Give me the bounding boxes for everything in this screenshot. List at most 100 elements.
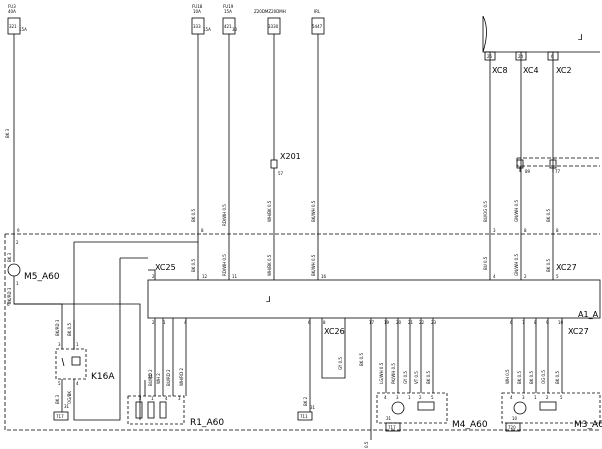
- module-bot-pin-r9: 9: [546, 320, 549, 325]
- fuse-fu19-code: 421: [224, 24, 232, 29]
- module-xc27-bottom-label: XC27: [568, 327, 589, 336]
- wire-fu3: BK 3: [5, 128, 10, 138]
- fuse-fu18-name: FU18: [192, 4, 203, 9]
- module-top-pin-12: 12: [202, 274, 208, 279]
- k16-pin-4: 4: [76, 381, 79, 386]
- right-pin-89: 89: [525, 169, 531, 174]
- module-xc27-top-label: XC27: [556, 263, 577, 272]
- module-bot-pin-20: 20: [396, 320, 402, 325]
- xc2-label: XC2: [556, 66, 572, 75]
- module-bot-pin-r7: 7: [522, 320, 525, 325]
- xc4-pin: 24: [518, 54, 524, 59]
- wire-gnd1: BK 2: [303, 396, 308, 406]
- fu3-edge-pin: 9: [17, 228, 20, 233]
- wire-mod-fu18: BK 0.5: [191, 259, 196, 272]
- xc8-label: XC8: [492, 66, 508, 75]
- wire-k16-c: BK 3: [55, 394, 60, 404]
- m3-ground-pin: 10: [512, 416, 518, 421]
- wire-fu18: BK 0.5: [191, 209, 196, 222]
- module-xc26-label: XC26: [324, 327, 345, 336]
- wire-r1-1: BU/RD 2: [148, 369, 153, 386]
- module-bot-pin-8: 8: [323, 320, 326, 325]
- dashed-boundary-left: [4, 234, 600, 431]
- m4-label: M4_A60: [452, 420, 488, 430]
- r1-pin-3: 3: [178, 396, 181, 401]
- wire-m4-4: VT 0.5: [414, 371, 419, 384]
- module-top-pin-16: 16: [321, 274, 327, 279]
- m4-pin-1: 1: [408, 395, 411, 400]
- fuse-fu3-code: 321: [9, 24, 17, 29]
- fuse-fu3-sub: 15A: [19, 27, 27, 32]
- wire-m4-2: PK/WH 0.5: [391, 363, 396, 384]
- module-bot-pin-1: 1: [163, 320, 166, 325]
- wire-bk05: BK 0.5: [359, 353, 364, 366]
- wire-m5-a: BK 3: [7, 252, 12, 262]
- wire-mod-fu19: RD/WH 0.5: [222, 254, 227, 276]
- module-bot-pin-2: 2: [152, 320, 155, 325]
- m5-bottom-pin: 1: [16, 281, 19, 286]
- wire-z20: WH/BK 0.5: [267, 200, 272, 222]
- xc4-label: XC4: [523, 66, 539, 75]
- module-bot-pin-22: 22: [419, 320, 425, 325]
- wire-m3-4: OG 0.5: [541, 370, 546, 384]
- wire-xc8: BU/OG 0.5: [483, 201, 488, 222]
- wire-fu19: RD/WH 0.5: [222, 204, 227, 226]
- r1-ground-pin: 31: [148, 374, 154, 379]
- wire-r1-4: WH/RD 2: [179, 368, 184, 386]
- gnd1-pin: 31: [310, 405, 316, 410]
- k16-pin-5: 5: [58, 381, 61, 386]
- m4-pin-4: 4: [384, 395, 387, 400]
- wire-bottom: 0.5: [364, 441, 369, 448]
- wire-mod-xc2: BK 0.5: [546, 259, 551, 272]
- g2-pin: 31: [386, 416, 392, 421]
- wire-m3-2: BK 0.5: [517, 371, 522, 384]
- m4-pin-5: 5: [431, 395, 434, 400]
- wire-mod-z20: WH/BK 0.5: [267, 254, 272, 276]
- xc4-edge-pin: 8: [524, 228, 527, 233]
- xc2-edge-pin: 8: [556, 228, 559, 233]
- m3-pin-5: 5: [560, 395, 563, 400]
- module-bot-pin-r8: 8: [534, 320, 537, 325]
- module-top-pin-2: 2: [152, 274, 155, 279]
- wire-xc2: BK 0.5: [546, 209, 551, 222]
- module-xc25-label: XC25: [155, 263, 176, 272]
- r1-box: [127, 395, 185, 425]
- fuse-fu19-name: FU19: [223, 4, 234, 9]
- module-bot-pin-6: 6: [308, 320, 311, 325]
- m3-label: M3_A6: [574, 420, 602, 430]
- k16-relay-box: [55, 348, 87, 380]
- fuse-fu19-sub: 30: [232, 27, 238, 32]
- wire-mod-xc8: BU 0.5: [483, 256, 488, 270]
- module-bot-pin-4: 4: [184, 320, 187, 325]
- module-bot-pin-21: 21: [408, 320, 414, 325]
- module-top-pin-r4: 4: [493, 274, 496, 279]
- signal-irl-name: IRL: [314, 9, 321, 14]
- top-module-glyph: ⅃: [578, 33, 582, 42]
- module-bot-pin-r10: 10: [558, 320, 564, 325]
- wire-r1-3: BU/RD 2: [166, 369, 171, 386]
- wire-xc4: GN/WH 0.5: [514, 200, 519, 222]
- right-dashed-box: [516, 157, 600, 167]
- ground-code-4: 720: [508, 425, 516, 430]
- wire-m4-3: GY 0.5: [403, 371, 408, 384]
- ground-code-2: 711: [300, 414, 308, 419]
- r1-pin-2: 2: [139, 396, 142, 401]
- m5-motor-symbol: [7, 263, 21, 277]
- k16-pin-1: 1: [76, 342, 79, 347]
- wire-m5-b: BK/RD 3: [7, 287, 12, 304]
- wire-k16-d: OG/BK: [67, 391, 72, 404]
- r1-label: R1_A60: [190, 418, 224, 428]
- wire-m3-1: WH 0.5: [505, 369, 510, 384]
- wire-k16-b: BK 0.5: [67, 323, 72, 336]
- m3-pin-2: 2: [546, 395, 549, 400]
- wire-m4-1: LG/WH 0.5: [379, 362, 384, 384]
- module-bot-pin-19: 19: [384, 320, 390, 325]
- wire-mod-irl: BK/WH 0.5: [311, 254, 316, 276]
- m4-pin-3: 3: [396, 395, 399, 400]
- xc8-edge-pin: 3: [493, 228, 496, 233]
- xc2-pin: 6: [551, 54, 554, 59]
- module-label: A1_A: [578, 310, 599, 319]
- wire-m3-3: BK 0.5: [529, 371, 534, 384]
- m5-top-pin: 2: [16, 240, 19, 245]
- x201-pin: 57: [278, 171, 284, 176]
